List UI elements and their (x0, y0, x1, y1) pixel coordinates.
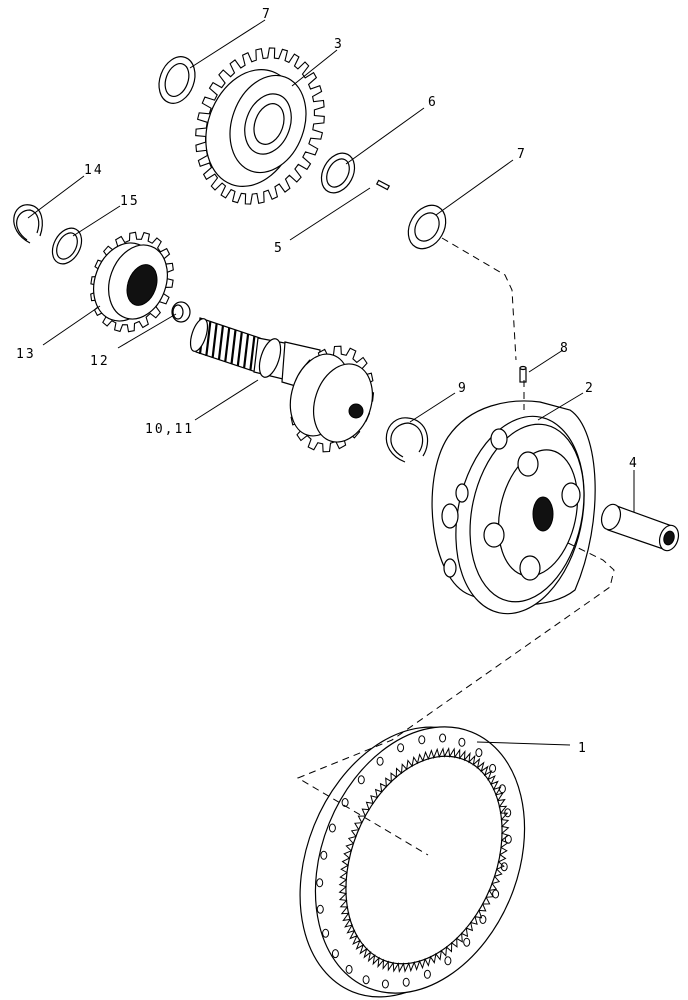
part-4-planet-pin (600, 503, 680, 552)
part-3-planet-gear (195, 47, 325, 205)
callout-4: 4 (629, 456, 639, 471)
callout-7-lower: 7 (517, 147, 527, 162)
part-10-11-shaft (189, 317, 375, 453)
assembly-dashed-lines (296, 237, 615, 856)
ring-gear-internal-teeth (338, 747, 510, 973)
shaft-splines (198, 319, 256, 371)
callout-13: 13 (16, 347, 36, 362)
part-15-ring (51, 227, 83, 265)
callout-3: 3 (334, 37, 344, 52)
part-5-pin (375, 179, 391, 191)
leader-lines (27, 19, 635, 746)
part-7-thrust-washer-top (158, 56, 196, 104)
callout-8: 8 (560, 341, 570, 356)
callout-labels: 7 3 6 14 15 7 5 13 12 8 2 9 10,11 4 1 (16, 7, 639, 756)
part-8-roll-pin (519, 365, 527, 383)
part-7-thrust-washer-lower (407, 204, 447, 250)
callout-5: 5 (274, 241, 284, 256)
callout-6: 6 (428, 95, 438, 110)
callout-7-top: 7 (262, 7, 272, 22)
part-2-planet-carrier (431, 400, 596, 615)
part-14-snap-ring (13, 204, 43, 244)
callout-10-11: 10,11 (145, 422, 194, 437)
callout-15: 15 (120, 194, 140, 209)
part-6-washer (320, 152, 356, 194)
callout-9: 9 (458, 381, 468, 396)
part-12-sleeve (171, 301, 191, 323)
callout-12: 12 (90, 354, 110, 369)
callout-14: 14 (84, 163, 104, 178)
callout-2: 2 (585, 381, 595, 396)
part-1-ring-gear (299, 726, 526, 998)
callout-1: 1 (578, 741, 588, 756)
part-9-snap-ring (385, 417, 429, 463)
part-13-gear (90, 231, 174, 333)
